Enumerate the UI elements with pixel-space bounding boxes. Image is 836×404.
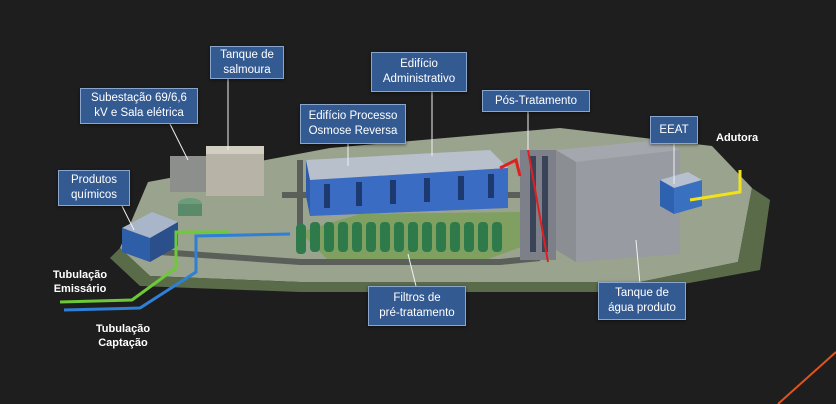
- callout-produtos-line2: químicos: [70, 189, 118, 201]
- callout-pos-tratamento: Pós-Tratamento: [482, 90, 590, 112]
- product-tank-side: [556, 150, 576, 262]
- callout-produtos-line1: Produtos: [70, 174, 118, 186]
- callout-tanque-agua-line1: Tanque de: [615, 287, 669, 299]
- callout-tanque-agua-line2: água produto: [608, 302, 676, 314]
- callout-filtros: Filtros de pré-tratamento: [368, 286, 466, 326]
- label-emissario-line2: Emissário: [53, 283, 107, 295]
- callout-edificio-adm-line2: Administrativo: [382, 73, 456, 85]
- callout-subestacao-line1: Subestação 69/6,6: [91, 92, 187, 104]
- corner-accent-line: [777, 351, 836, 404]
- leader-filtros: [407, 253, 417, 287]
- ro-building-roof: [306, 150, 508, 180]
- label-tubulacao-emissario: Tubulação Emissário: [44, 268, 116, 296]
- product-tank-top: [556, 140, 680, 162]
- yellow-adutora-pipe: [689, 170, 742, 202]
- callout-edificio-processo-line2: Osmose Reversa: [308, 125, 398, 137]
- callout-subestacao-line2: kV e Sala elétrica: [94, 107, 184, 119]
- label-adutora: Adutora: [716, 132, 759, 144]
- callout-edificio-administrativo: Edifício Administrativo: [371, 52, 467, 92]
- callout-eeat-text: EEAT: [659, 123, 689, 136]
- eeat-roof: [660, 172, 702, 188]
- red-pipe: [499, 157, 522, 177]
- callout-subestacao: Subestação 69/6,6 kV e Sala elétrica: [80, 88, 198, 124]
- callout-tanque-agua: Tanque de água produto: [598, 282, 686, 320]
- ro-building-wall: [306, 160, 310, 216]
- callout-edificio-processo-line1: Edifício Processo: [308, 110, 398, 122]
- callout-edificio-adm-line1: Edifício: [400, 58, 438, 70]
- callout-tanque-salmoura: Tanque de salmoura: [210, 46, 284, 79]
- callout-filtros-line1: Filtros de: [393, 292, 441, 304]
- callout-pos-tratamento-text: Pós-Tratamento: [494, 94, 578, 107]
- leader-produtos: [119, 201, 135, 231]
- label-captacao-line1: Tubulação: [95, 323, 151, 335]
- callout-tanque-salmoura-line1: Tanque de: [220, 48, 274, 61]
- red-pipe-2: [527, 149, 549, 263]
- eeat-wall: [660, 180, 674, 214]
- label-captacao-line2: Captação: [98, 337, 148, 349]
- callout-edificio-processo: Edifício Processo Osmose Reversa: [300, 104, 406, 144]
- blue-pipe: [63, 232, 291, 312]
- ro-building-windows: [324, 174, 494, 208]
- chemicals-wall: [122, 228, 150, 262]
- leader-tanque-agua: [635, 239, 641, 285]
- brine-tank-top: [206, 146, 264, 154]
- brine-tank-building: [206, 150, 264, 196]
- callout-tanque-salmoura-line2: salmoura: [223, 63, 271, 76]
- callout-eeat: EEAT: [650, 116, 698, 144]
- green-pipe: [59, 230, 230, 304]
- chemicals-roof: [122, 212, 178, 238]
- pretreatment-filters: [296, 222, 502, 254]
- site-vegetation: [110, 188, 770, 292]
- label-emissario-line1: Tubulação: [52, 269, 108, 281]
- label-tubulacao-captacao: Tubulação Captação: [88, 322, 158, 350]
- leader-subestacao: [169, 123, 189, 161]
- callout-filtros-line2: pré-tratamento: [379, 307, 455, 319]
- callout-produtos-quimicos: Produtos químicos: [58, 170, 130, 206]
